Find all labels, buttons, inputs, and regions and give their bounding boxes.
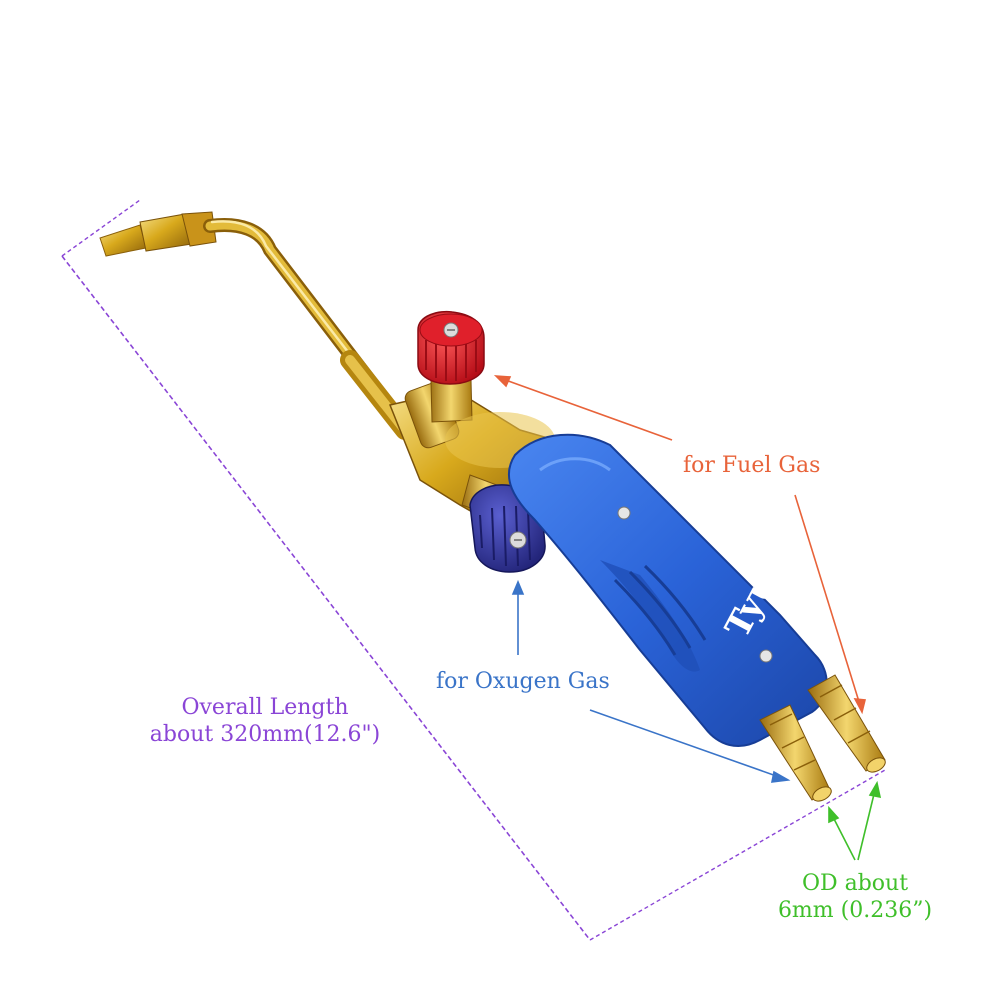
fuel-valve-knob (417, 310, 485, 385)
fuel-gas-label: for Fuel Gas (683, 453, 821, 478)
overall-length-line2: about 320mm(12.6") (149, 722, 381, 747)
oxygen-gas-arrows (511, 579, 791, 783)
neck-tube (203, 218, 415, 440)
nozzle-tip (99, 211, 217, 257)
overall-length-line (61, 199, 886, 941)
od-line1: OD about (801, 871, 909, 896)
overall-length-label: Overall Length about 320mm(12.6") (130, 694, 400, 748)
fuel-gas-arrows (493, 375, 867, 715)
oxygen-gas-label: for Oxugen Gas (436, 669, 610, 694)
od-arrows (828, 780, 882, 861)
overall-length-line1: Overall Length (181, 695, 349, 720)
od-label: OD about 6mm (0.236”) (745, 870, 965, 924)
hose-barbs (759, 674, 886, 802)
handle (507, 433, 828, 747)
od-line2: 6mm (0.236”) (777, 898, 933, 923)
